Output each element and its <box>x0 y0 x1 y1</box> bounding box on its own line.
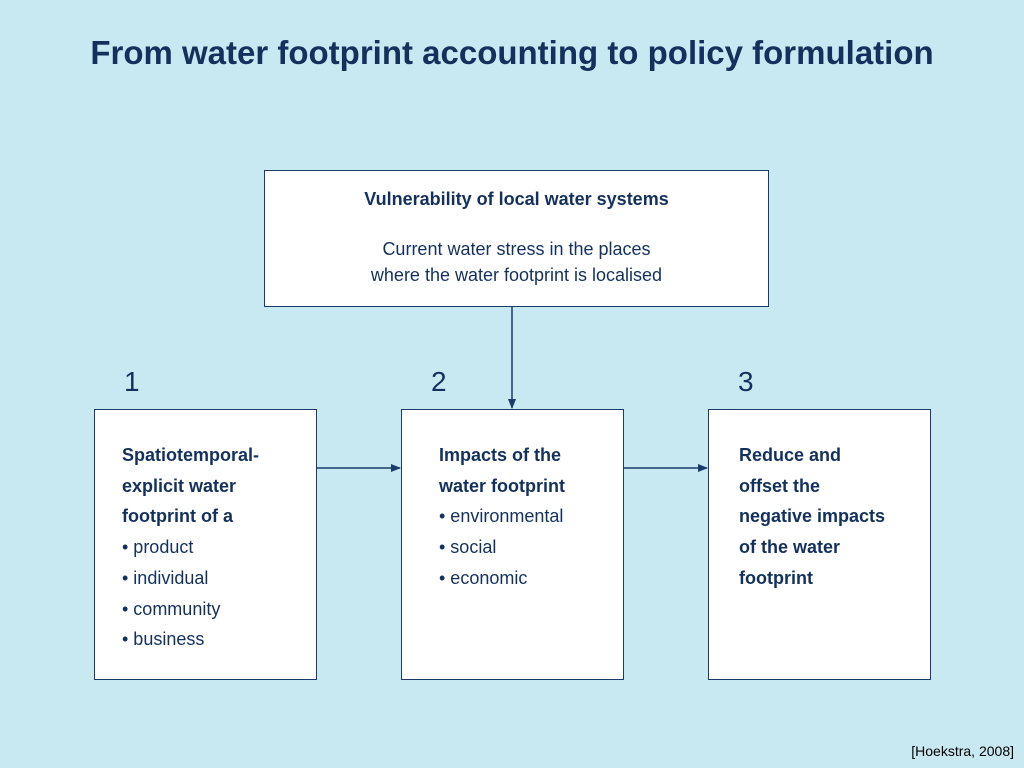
bullet-item: • business <box>122 629 205 650</box>
step-box-impacts: Impacts of the water footprint • environme… <box>401 409 624 680</box>
step-box-reduce-offset: Reduce and offset the negative impacts of t… <box>708 409 931 680</box>
vulnerability-box: Vulnerability of local water systems Cur… <box>264 170 769 307</box>
bullet-item: • community <box>122 598 221 619</box>
vulnerability-description-line-1: Current water stress in the places <box>382 239 651 259</box>
step-heading-line: Spatiotemporal- <box>122 445 260 465</box>
vulnerability-heading: Vulnerability of local water systems <box>364 189 669 209</box>
step-number-1: 1 <box>124 366 140 397</box>
step-box-water-footprint-accounting: Spatiotemporal-explicit water footprint o… <box>94 409 317 680</box>
bullet-item: • environmental <box>439 506 564 527</box>
step-heading-line: water footprint <box>439 475 565 496</box>
bullet-item: • product <box>122 537 194 558</box>
source-citation: [Hoekstra, 2008] <box>911 743 1014 759</box>
step-content-1: Spatiotemporal-explicit water footprint o… <box>122 440 259 655</box>
step-heading-line: explicit water <box>122 475 237 496</box>
step-heading-line: footprint of a <box>122 506 233 527</box>
step-heading-line: of the water <box>739 537 841 558</box>
step-heading-line: footprint <box>739 567 813 588</box>
step-heading-line: negative impacts <box>739 506 886 527</box>
bullet-item: • individual <box>122 567 209 588</box>
vulnerability-description-line-2: where the water footprint is localised <box>370 265 663 285</box>
bullet-item: • economic <box>439 567 528 588</box>
page-title: From water footprint accounting to polic… <box>90 34 934 71</box>
step-number-2: 2 <box>431 366 447 397</box>
step-content-3: Reduce and offset the negative impacts of t… <box>739 440 885 594</box>
step-heading-line: Impacts of the <box>439 445 562 465</box>
step-number-3: 3 <box>738 366 754 397</box>
step-heading-line: offset the <box>739 475 820 496</box>
step-content-2: Impacts of the water footprint • environme… <box>439 440 565 594</box>
bullet-item: • social <box>439 537 497 558</box>
step-heading-line: Reduce and <box>739 445 842 465</box>
